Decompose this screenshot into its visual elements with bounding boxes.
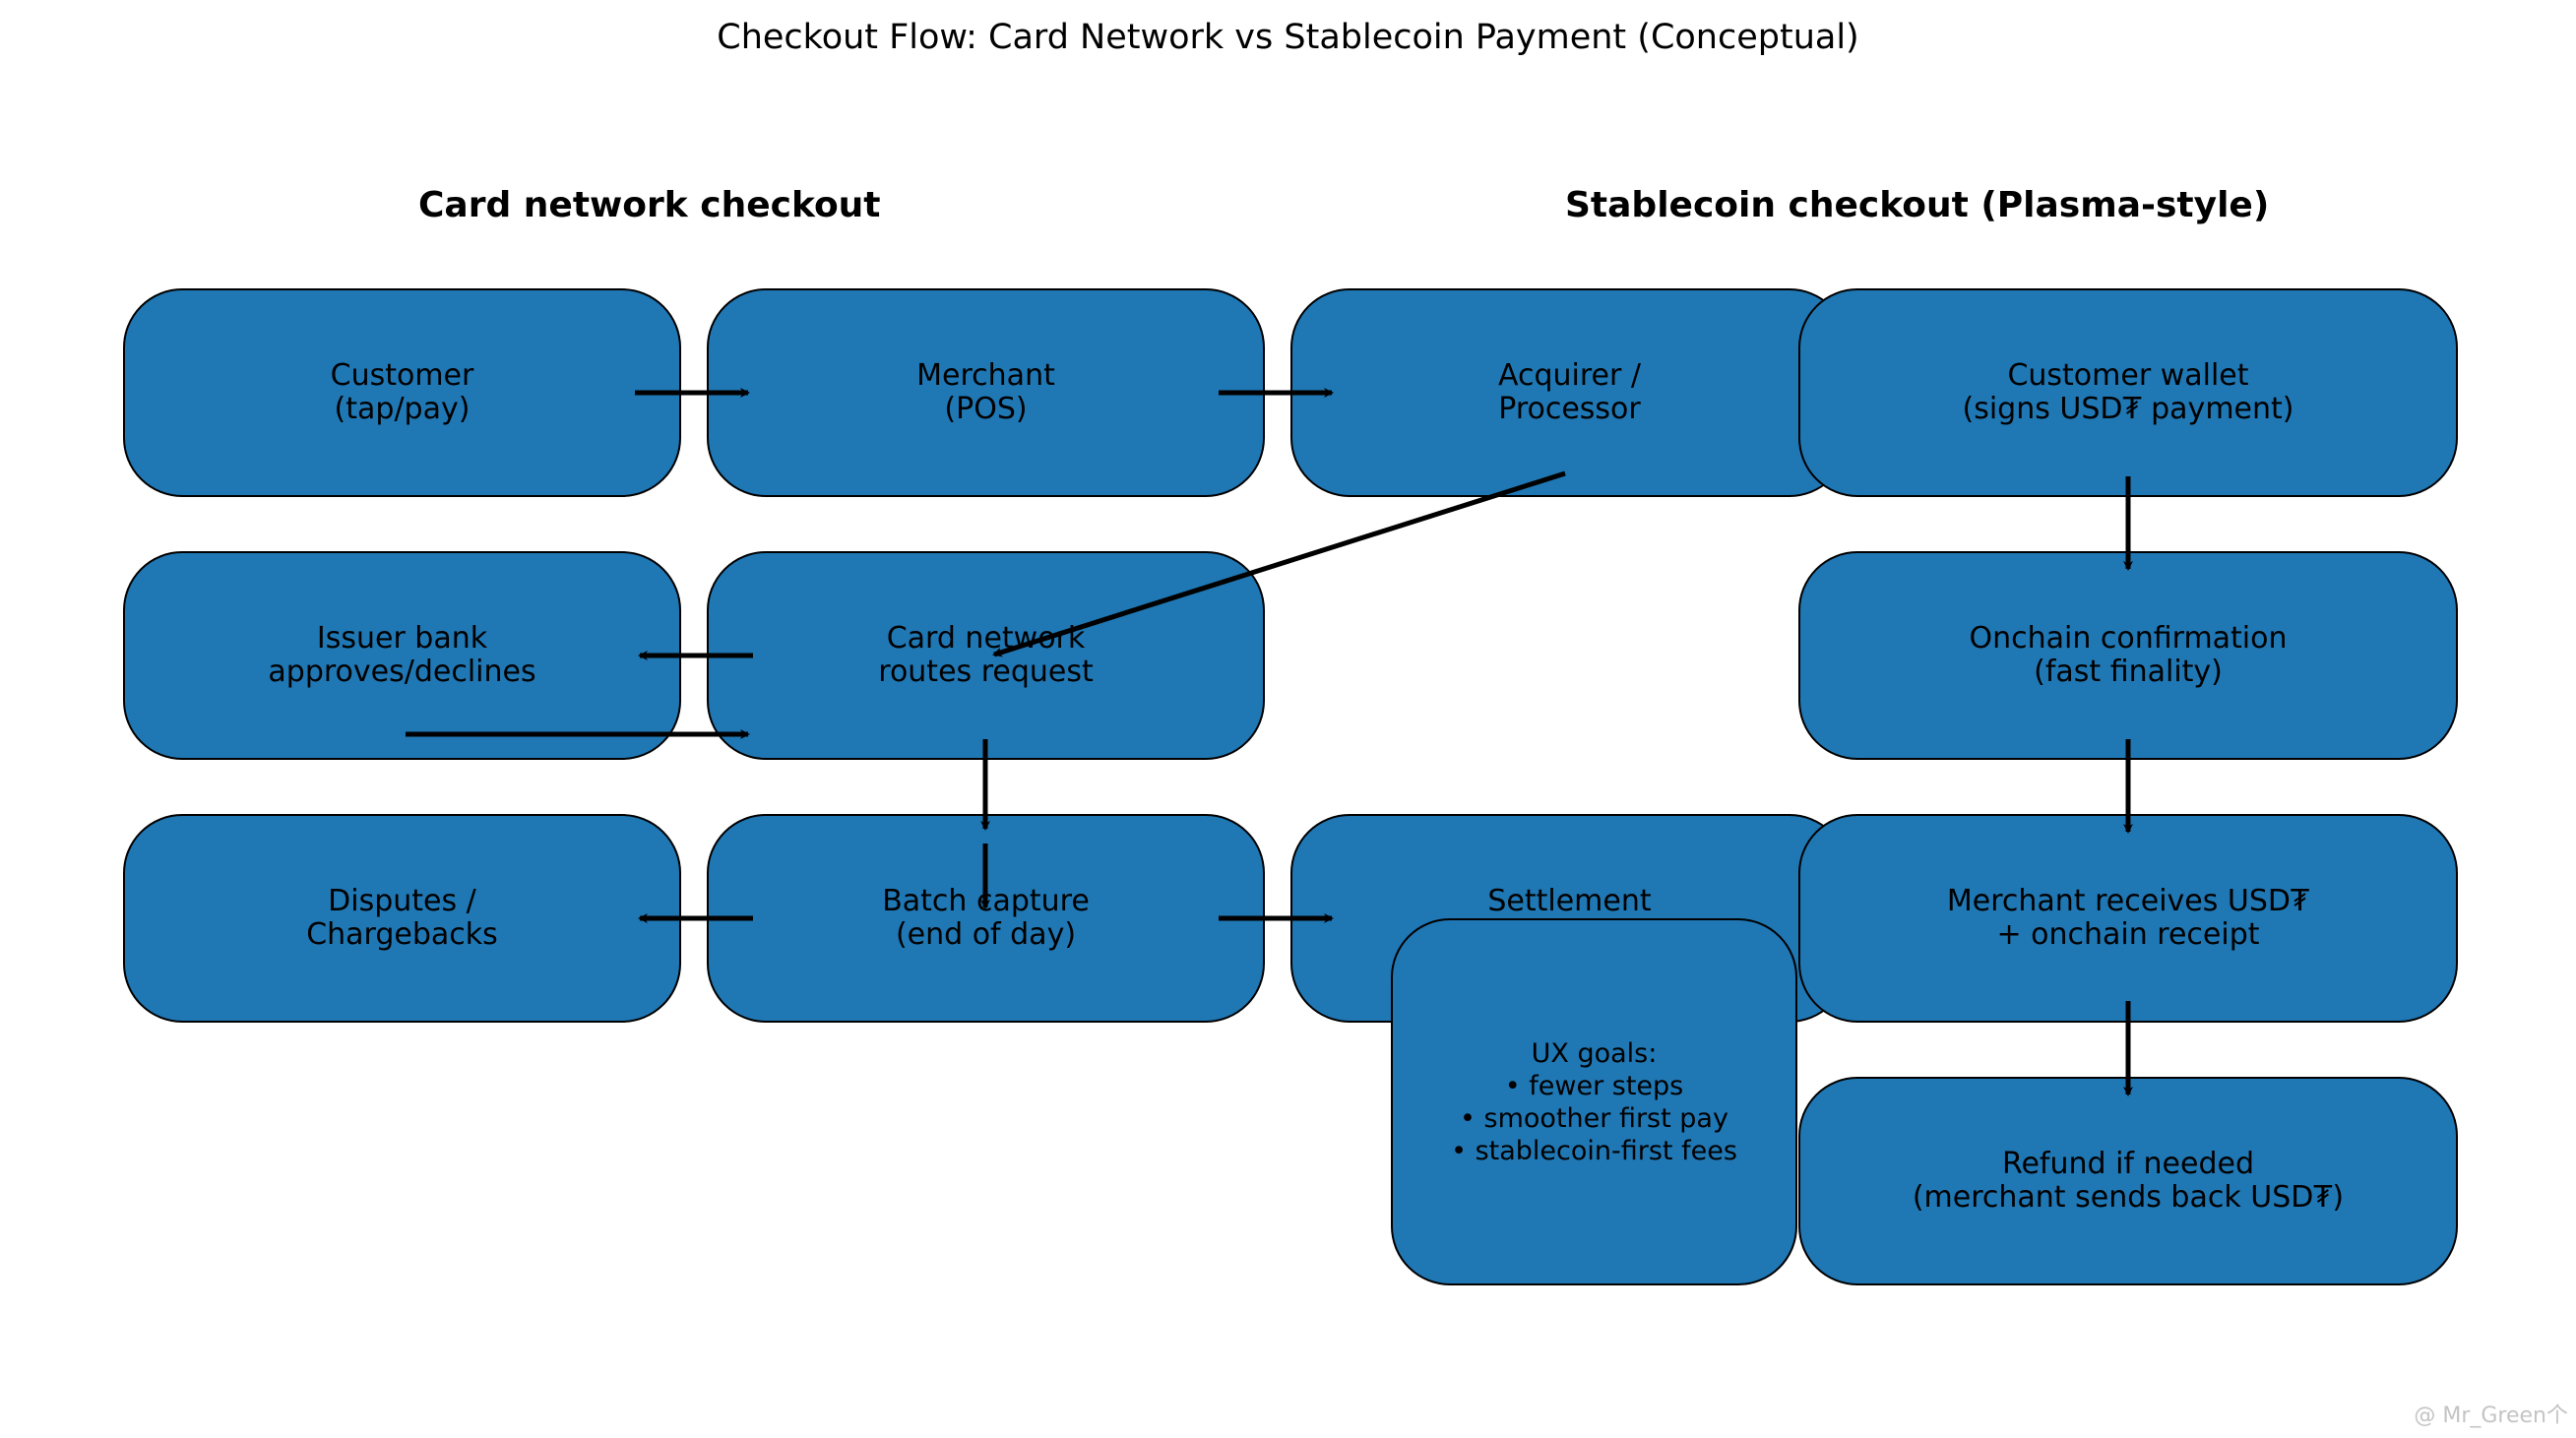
node-merchant-label: Merchant (POS) (916, 358, 1055, 426)
node-customer-wallet: Customer wallet (signs USD₮ payment) (1798, 288, 2458, 497)
node-acquirer: Acquirer / Processor (1290, 288, 1849, 497)
diagram-title: Checkout Flow: Card Network vs Stablecoi… (717, 18, 1859, 57)
arrow-acquirer-to-card-network (992, 470, 1566, 657)
node-issuer-bank-label: Issuer bank approves/declines (268, 621, 536, 689)
node-merchant-receives: Merchant receives USD₮ + onchain receipt (1798, 814, 2458, 1023)
watermark-text: @ Mr_Green个 (2414, 1404, 2568, 1428)
node-onchain-confirmation-label: Onchain confirmation (fast finality) (1969, 621, 2288, 689)
node-card-network: Card network routes request (707, 551, 1265, 760)
node-issuer-bank: Issuer bank approves/declines (123, 551, 681, 760)
node-batch-capture-label: Batch capture (end of day) (882, 884, 1090, 952)
ux-goals-note-text: UX goals: • fewer steps • smoother first… (1451, 1037, 1737, 1166)
node-disputes: Disputes / Chargebacks (123, 814, 681, 1023)
node-card-network-label: Card network routes request (878, 621, 1094, 689)
node-acquirer-label: Acquirer / Processor (1498, 358, 1641, 426)
node-onchain-confirmation: Onchain confirmation (fast finality) (1798, 551, 2458, 760)
node-refund: Refund if needed (merchant sends back US… (1798, 1077, 2458, 1285)
card-section-heading: Card network checkout (418, 185, 881, 225)
node-customer-wallet-label: Customer wallet (signs USD₮ payment) (1962, 358, 2294, 426)
node-disputes-label: Disputes / Chargebacks (306, 884, 498, 952)
node-merchant-receives-label: Merchant receives USD₮ + onchain receipt (1946, 884, 2310, 952)
ux-goals-note: UX goals: • fewer steps • smoother first… (1391, 918, 1797, 1285)
node-customer-label: Customer (tap/pay) (330, 358, 474, 426)
stablecoin-section-heading: Stablecoin checkout (Plasma-style) (1565, 185, 2270, 225)
node-refund-label: Refund if needed (merchant sends back US… (1912, 1147, 2345, 1215)
